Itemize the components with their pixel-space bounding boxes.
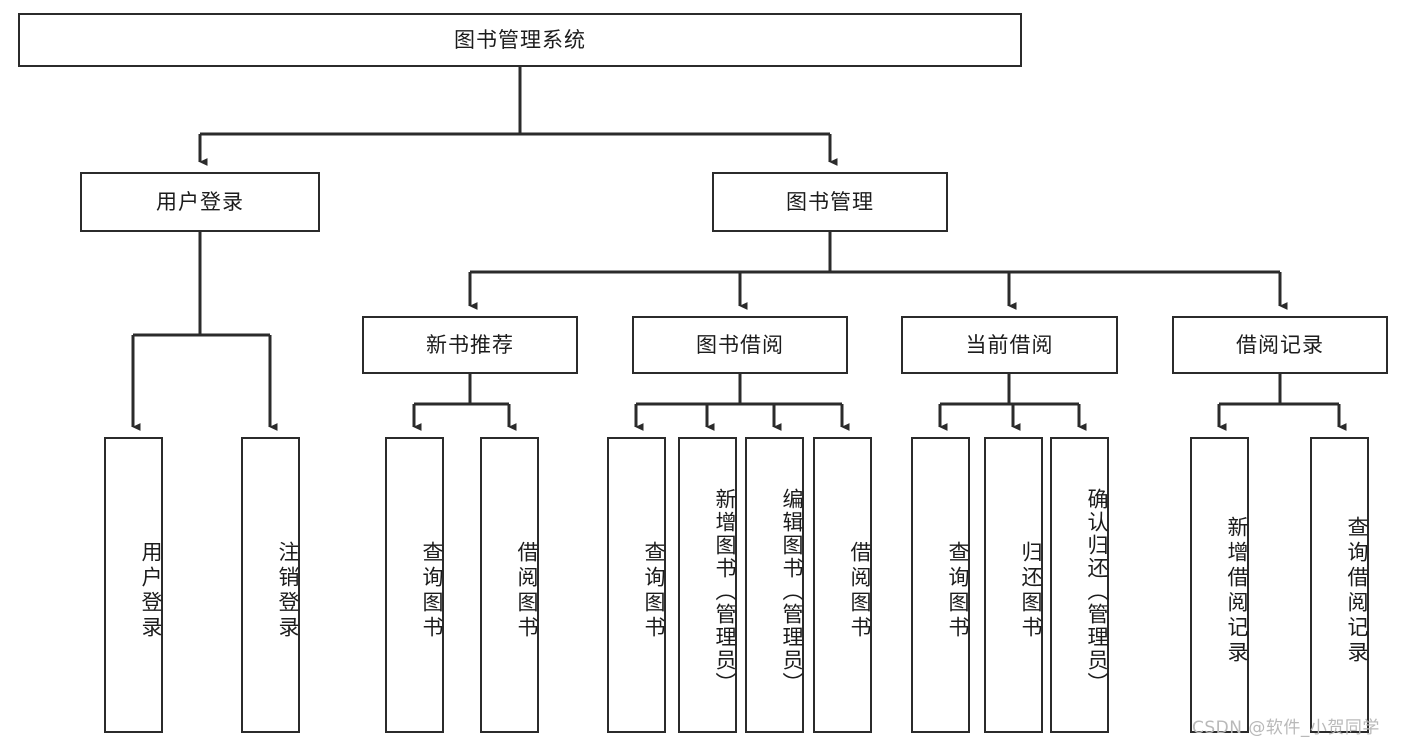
node-current-borrow[interactable]: 当前借阅 bbox=[901, 316, 1118, 374]
node-leaf-borrow-book-rec[interactable]: 借阅图书 bbox=[480, 437, 539, 733]
node-leaf-user-login-label: 用户登录 bbox=[139, 541, 163, 641]
node-leaf-return-book[interactable]: 归还图书 bbox=[984, 437, 1043, 733]
node-new-book-recommend-label: 新书推荐 bbox=[426, 332, 514, 357]
node-book-manage-label: 图书管理 bbox=[786, 189, 874, 214]
node-user-login-label: 用户登录 bbox=[156, 189, 244, 214]
node-book-borrow[interactable]: 图书借阅 bbox=[632, 316, 848, 374]
node-leaf-query-book-borrow-label: 查询图书 bbox=[642, 541, 666, 641]
node-leaf-query-book-borrow[interactable]: 查询图书 bbox=[607, 437, 666, 733]
node-leaf-query-record-label: 查询借阅记录 bbox=[1345, 516, 1369, 666]
node-leaf-add-book[interactable]: 新增图书（管理员） bbox=[678, 437, 737, 733]
node-leaf-borrow-book[interactable]: 借阅图书 bbox=[813, 437, 872, 733]
node-leaf-query-book-cur-label: 查询图书 bbox=[946, 541, 970, 641]
node-leaf-add-record-label: 新增借阅记录 bbox=[1225, 516, 1249, 666]
node-leaf-edit-book-label: 编辑图书（管理员） bbox=[780, 487, 804, 695]
node-leaf-query-book-rec[interactable]: 查询图书 bbox=[385, 437, 444, 733]
node-book-manage[interactable]: 图书管理 bbox=[712, 172, 948, 232]
node-leaf-logout[interactable]: 注销登录 bbox=[241, 437, 300, 733]
node-borrow-record[interactable]: 借阅记录 bbox=[1172, 316, 1388, 374]
node-new-book-recommend[interactable]: 新书推荐 bbox=[362, 316, 578, 374]
node-leaf-edit-book[interactable]: 编辑图书（管理员） bbox=[745, 437, 804, 733]
node-leaf-confirm-return-label: 确认归还（管理员） bbox=[1085, 487, 1109, 695]
node-book-borrow-label: 图书借阅 bbox=[696, 332, 784, 357]
node-leaf-add-record[interactable]: 新增借阅记录 bbox=[1190, 437, 1249, 733]
node-leaf-confirm-return[interactable]: 确认归还（管理员） bbox=[1050, 437, 1109, 733]
node-leaf-borrow-book-label: 借阅图书 bbox=[848, 541, 872, 641]
node-leaf-query-book-cur[interactable]: 查询图书 bbox=[911, 437, 970, 733]
node-user-login[interactable]: 用户登录 bbox=[80, 172, 320, 232]
node-leaf-borrow-book-rec-label: 借阅图书 bbox=[515, 541, 539, 641]
node-current-borrow-label: 当前借阅 bbox=[965, 332, 1054, 357]
node-leaf-query-book-rec-label: 查询图书 bbox=[420, 541, 444, 641]
node-leaf-add-book-label: 新增图书（管理员） bbox=[713, 487, 737, 695]
node-root[interactable]: 图书管理系统 bbox=[18, 13, 1022, 67]
node-leaf-return-book-label: 归还图书 bbox=[1019, 541, 1043, 641]
node-root-label: 图书管理系统 bbox=[454, 27, 586, 52]
node-leaf-logout-label: 注销登录 bbox=[276, 541, 300, 641]
node-leaf-query-record[interactable]: 查询借阅记录 bbox=[1310, 437, 1369, 733]
csdn-watermark: CSDN @软件_小贺同学 bbox=[1192, 718, 1380, 738]
node-borrow-record-label: 借阅记录 bbox=[1236, 332, 1324, 357]
node-leaf-user-login[interactable]: 用户登录 bbox=[104, 437, 163, 733]
